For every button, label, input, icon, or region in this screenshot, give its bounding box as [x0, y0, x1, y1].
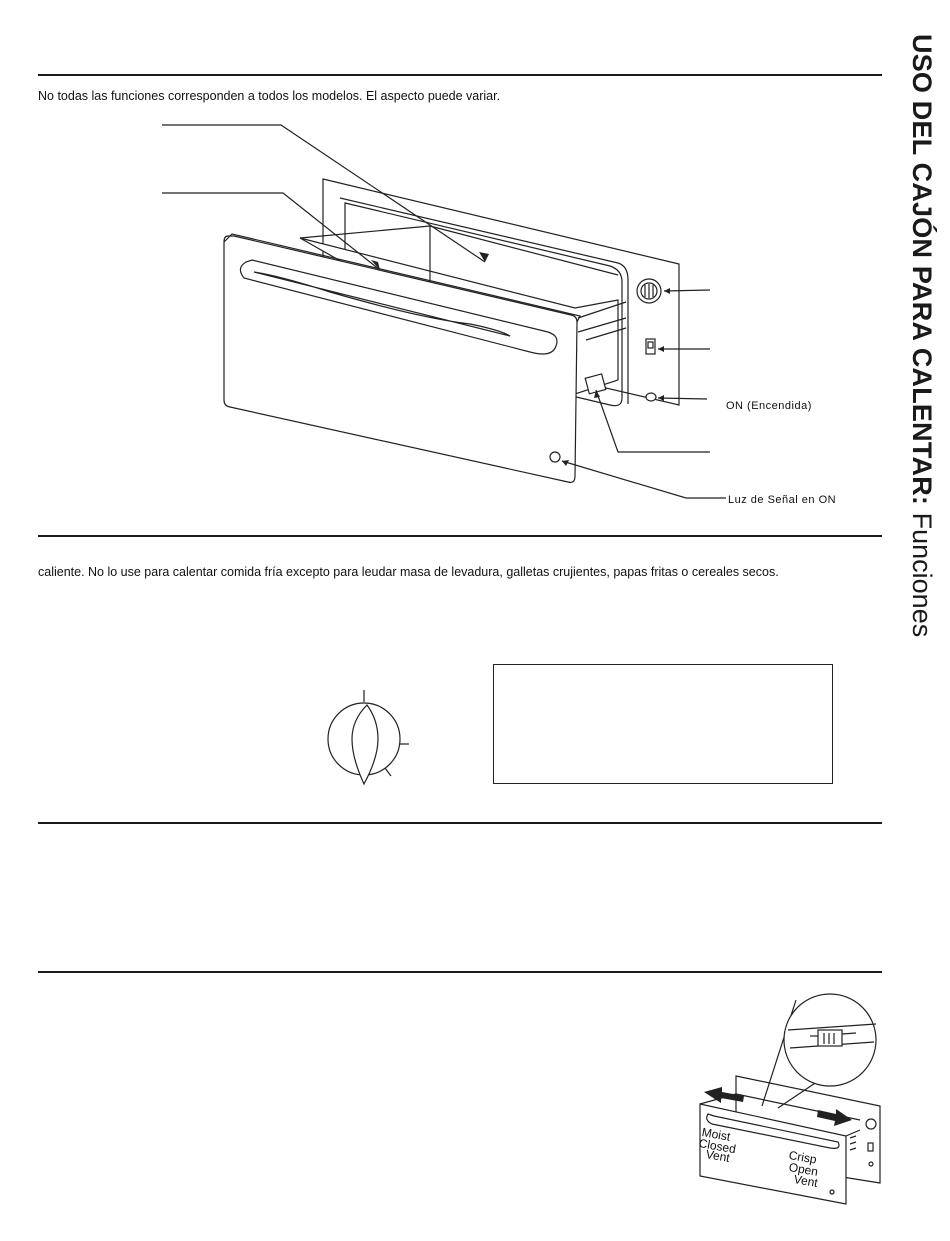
vent-knob — [865, 1118, 877, 1130]
drawer-front — [223, 235, 578, 483]
side-title: USO DEL CAJÓN PARA CALENTAR: Funciones — [906, 34, 938, 637]
intro-note: No todas las funciones corresponden a to… — [38, 89, 501, 103]
side-title-bold: USO DEL CAJÓN PARA CALENTAR: — [907, 34, 937, 506]
on-indicator-light — [645, 392, 657, 402]
section-rule-4 — [38, 971, 882, 973]
vent-slide — [584, 373, 607, 395]
cabinet-opening — [344, 202, 623, 407]
section2-text: caliente. No lo use para calentar comida… — [38, 565, 779, 579]
vent-slider-knob — [817, 1029, 843, 1047]
section-rule-1 — [38, 74, 882, 76]
dial-tick-lower — [384, 767, 392, 777]
vent-switch — [867, 1142, 874, 1152]
temperature-dial-diagram — [327, 690, 409, 786]
leader-vent — [595, 389, 710, 453]
info-box — [493, 664, 833, 784]
drawer-rear-rim — [429, 225, 619, 276]
side-title-light: Funciones — [907, 512, 937, 638]
power-switch — [645, 338, 656, 355]
vent-label-vent-left: Vent — [704, 1147, 731, 1165]
vent-handle — [706, 1113, 840, 1149]
vent-illustration — [699, 993, 881, 1205]
section-rule-3 — [38, 822, 882, 824]
signal-light — [549, 451, 561, 463]
drawer-front-top — [223, 233, 581, 323]
leader-signal-light — [561, 460, 726, 499]
leader-line-2 — [162, 192, 381, 271]
drawer-back-edge — [299, 225, 431, 239]
leader-on-light — [657, 397, 708, 400]
leader-knob — [663, 289, 711, 292]
dial-grip — [351, 704, 379, 786]
arrow-right-icon — [817, 1109, 852, 1126]
section-rule-2 — [38, 535, 882, 537]
label-signal-light: Luz de Señal en ON — [728, 494, 837, 506]
vent-label-vent-right: Vent — [792, 1172, 819, 1190]
opening-trim — [339, 197, 629, 404]
label-on-indicator: ON (Encendida) — [726, 400, 812, 412]
arrow-left-icon — [704, 1087, 744, 1103]
drawer-handle — [239, 259, 558, 355]
leader-line-1 — [162, 124, 486, 263]
